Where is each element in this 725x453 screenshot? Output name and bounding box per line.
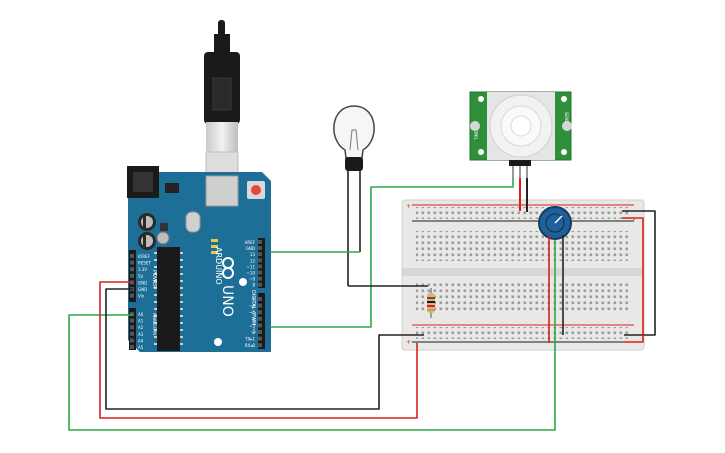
usb-cable — [204, 20, 240, 183]
wire-rail-gnd-right — [622, 210, 656, 336]
digital-header-top — [258, 238, 265, 288]
header-pin[interactable] — [258, 316, 262, 321]
pin-label: RESET — [138, 261, 151, 266]
header-pin[interactable] — [258, 323, 262, 328]
header-pin[interactable] — [258, 330, 262, 334]
pir-right-label: SENS — [564, 112, 569, 123]
analog-header-label: ANALOG IN — [152, 313, 157, 335]
pin-label: 3.3V — [138, 267, 147, 272]
resistor[interactable] — [427, 288, 435, 318]
pir-motion-sensor[interactable]: TIME SENS — [469, 91, 572, 178]
header-pin[interactable] — [258, 252, 262, 257]
header-pin[interactable] — [258, 336, 262, 341]
breadboard[interactable]: + + - — [401, 199, 645, 351]
pin-label: ~9 — [249, 277, 255, 282]
pin-label: TX▸1 — [244, 337, 255, 342]
header-pin[interactable] — [130, 318, 134, 323]
pin-label: A4 — [138, 338, 144, 343]
rail-plus-top: + — [406, 203, 411, 210]
pin-label: Vin — [138, 294, 145, 299]
header-pin[interactable] — [258, 276, 262, 281]
pin-label: GND — [246, 246, 255, 251]
pin-label: A5 — [138, 345, 144, 350]
header-pin[interactable] — [258, 258, 262, 263]
atmega-chip — [157, 247, 180, 351]
pin-label: GND — [138, 280, 147, 285]
wire-5v — [99, 281, 418, 419]
wire-pir-out — [270, 178, 514, 328]
rail-plus-bottom: + — [406, 339, 411, 346]
header-pin[interactable] — [130, 338, 134, 343]
pin-label: 2 — [252, 330, 255, 335]
pin-label: AREF — [245, 240, 256, 245]
pin-label: A3 — [138, 332, 144, 337]
pin-label: GND — [138, 287, 147, 292]
digital-header-bottom — [258, 293, 265, 349]
header-pin[interactable] — [258, 264, 262, 269]
pin-label: 12 — [250, 258, 256, 263]
pin-label: ~5 — [249, 310, 255, 315]
pin-label: 7 — [252, 297, 255, 302]
arduino-brand-label: ARDUINO — [214, 247, 223, 285]
pin-label: 8 — [252, 283, 255, 288]
header-pin[interactable] — [258, 310, 262, 315]
pin-label: A2 — [138, 325, 144, 330]
header-pin[interactable] — [130, 293, 134, 298]
header-pin[interactable] — [258, 303, 262, 308]
header-pin[interactable] — [130, 273, 134, 278]
arduino-uno-board[interactable]: ARDUINO UNO DIGITAL (PWM ~) POWER ANALOG… — [127, 166, 271, 352]
header-pin[interactable] — [258, 297, 262, 301]
header-pin[interactable] — [130, 267, 134, 272]
pin-label: RX◂0 — [245, 343, 256, 348]
pin-label: ~10 — [247, 271, 256, 276]
pir-left-label: TIME — [474, 130, 479, 141]
usb-socket — [205, 175, 239, 207]
light-bulb[interactable] — [333, 105, 375, 286]
pin-label: 4 — [252, 317, 255, 322]
potentiometer[interactable] — [538, 206, 572, 240]
arduino-model-label: UNO — [219, 285, 235, 317]
header-pin[interactable] — [130, 312, 134, 316]
power-header-label: POWER — [151, 270, 157, 289]
header-pin[interactable] — [130, 331, 134, 336]
wire-rail-vcc-right — [622, 217, 644, 343]
pin-label: 13 — [250, 252, 256, 257]
wires — [68, 178, 656, 431]
header-pin[interactable] — [258, 282, 262, 287]
pin-label: ~11 — [247, 264, 256, 269]
pin-label: IOREF — [138, 254, 151, 259]
header-pin[interactable] — [130, 345, 134, 349]
pin-label: A0 — [138, 312, 144, 317]
pin-label: A1 — [138, 319, 144, 324]
header-pin[interactable] — [258, 343, 262, 348]
wire-gnd — [105, 288, 424, 410]
header-pin[interactable] — [130, 254, 134, 258]
pin-label: ~6 — [249, 304, 255, 309]
pin-label: ~3 — [249, 323, 255, 328]
header-pin[interactable] — [258, 246, 262, 251]
digital-header-label: DIGITAL (PWM ~) — [250, 290, 256, 333]
header-pin[interactable] — [130, 260, 134, 265]
header-pin[interactable] — [258, 270, 262, 275]
header-pin[interactable] — [258, 240, 262, 244]
wire-pot-wiper-a0 — [68, 240, 556, 431]
pin-label: 5V — [138, 274, 144, 279]
header-pin[interactable] — [130, 325, 134, 330]
rail-minus-top: - — [633, 216, 635, 223]
